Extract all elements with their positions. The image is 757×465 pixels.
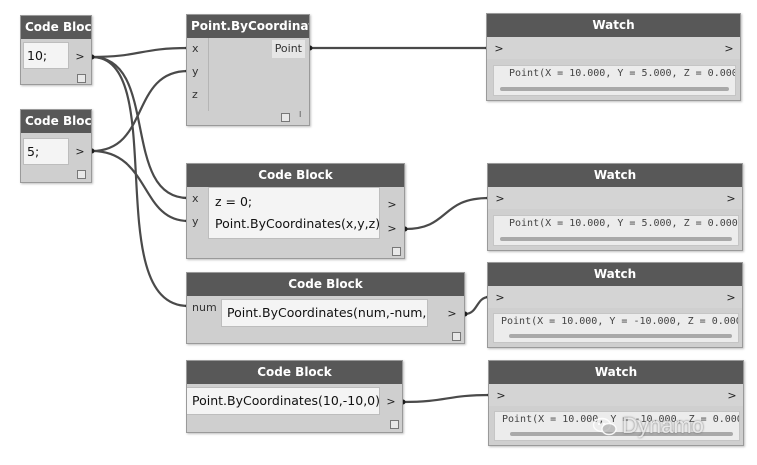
code-block-node-num[interactable]: Code Block num Point.ByCoordinates(num,-… bbox=[186, 272, 465, 344]
input-port-button[interactable]: > bbox=[494, 42, 504, 55]
input-port-num[interactable]: num bbox=[192, 301, 217, 314]
point-by-coordinates-node[interactable]: Point.ByCoordinates x y z Point I bbox=[186, 14, 310, 126]
watch-node-1[interactable]: Watch > > Point(X = 10.000, Y = 5.000, Z… bbox=[486, 13, 741, 101]
input-port-x[interactable]: x bbox=[192, 192, 199, 205]
watermark-text: Dynamo bbox=[622, 413, 704, 438]
code-block-node-xy[interactable]: Code Block x y z = 0; Point.ByCoordinate… bbox=[186, 163, 405, 259]
horizontal-scrollbar[interactable] bbox=[500, 87, 729, 91]
input-port-y[interactable]: y bbox=[192, 65, 199, 78]
output-port-button[interactable]: > bbox=[386, 395, 396, 408]
preview-toggle-icon[interactable] bbox=[452, 332, 461, 341]
code-line: 5; bbox=[27, 144, 40, 159]
output-port-button[interactable]: > bbox=[724, 42, 734, 55]
horizontal-scrollbar[interactable] bbox=[509, 334, 732, 338]
watch-result-text: Point(X = 10.000, Y = 5.000, Z = 0.000) bbox=[509, 68, 736, 79]
node-title: Code Block bbox=[21, 110, 91, 133]
node-title: Watch bbox=[487, 14, 740, 37]
lacing-indicator: I bbox=[299, 110, 302, 119]
node-title: Watch bbox=[489, 361, 743, 384]
watch-result-text: Point(X = 10.000, Y = -10.000, Z = 0.000… bbox=[502, 414, 740, 425]
watch-node-4[interactable]: Watch > > Point(X = 10.000, Y = -10.000,… bbox=[488, 360, 744, 446]
output-port-point[interactable]: Point bbox=[271, 40, 305, 58]
node-title: Code Block bbox=[187, 273, 464, 296]
output-port-button[interactable]: > bbox=[726, 291, 736, 304]
watch-node-2[interactable]: Watch > > Point(X = 10.000, Y = 5.000, Z… bbox=[487, 163, 743, 251]
wire-cbnum-to-watch3 bbox=[464, 295, 490, 316]
preview-toggle-icon[interactable] bbox=[77, 170, 86, 179]
code-block-node-10[interactable]: Code Block 10; > bbox=[20, 15, 92, 85]
code-editor[interactable]: Point.ByCoordinates(num,-num,0); bbox=[221, 299, 428, 327]
code-block-node-literal[interactable]: Code Block Point.ByCoordinates(10,-10,0)… bbox=[186, 360, 403, 433]
wire-cbxy-to-watch2 bbox=[404, 196, 490, 231]
node-title: Code Block bbox=[21, 16, 91, 39]
watch-node-3[interactable]: Watch > > Point(X = 10.000, Y = -10.000,… bbox=[487, 262, 743, 348]
watch-result-text: Point(X = 10.000, Y = -10.000, Z = 0.000… bbox=[501, 316, 739, 327]
preview-toggle-icon[interactable] bbox=[281, 113, 290, 122]
horizontal-scrollbar[interactable] bbox=[500, 237, 732, 241]
node-title: Point.ByCoordinates bbox=[187, 15, 309, 38]
output-port-button[interactable]: > bbox=[75, 50, 85, 63]
watch-port-bar bbox=[488, 187, 742, 209]
output-port-button-1[interactable]: > bbox=[387, 198, 397, 211]
node-title: Code Block bbox=[187, 361, 402, 384]
watch-port-bar bbox=[487, 37, 740, 59]
output-port-button[interactable]: > bbox=[447, 307, 457, 320]
node-title: Code Block bbox=[187, 164, 404, 187]
code-editor[interactable]: 5; bbox=[23, 138, 69, 165]
watch-result-text: Point(X = 10.000, Y = 5.000, Z = 0.000) bbox=[509, 218, 739, 229]
input-port-button[interactable]: > bbox=[496, 389, 506, 402]
code-line: Point.ByCoordinates(num,-num,0); bbox=[227, 305, 428, 320]
code-editor[interactable]: Point.ByCoordinates(10,-10,0); bbox=[187, 387, 380, 415]
output-port-button[interactable]: > bbox=[75, 145, 85, 158]
code-editor[interactable]: z = 0; Point.ByCoordinates(x,y,z); bbox=[208, 187, 380, 239]
preview-toggle-icon[interactable] bbox=[77, 74, 86, 83]
wire-10-to-cb-num bbox=[91, 55, 189, 308]
wechat-icon bbox=[592, 417, 617, 436]
input-port-y[interactable]: y bbox=[192, 215, 199, 228]
code-editor[interactable]: 10; bbox=[23, 42, 69, 69]
watch-result: Point(X = 10.000, Y = 5.000, Z = 0.000) bbox=[493, 215, 739, 246]
input-port-x[interactable]: x bbox=[192, 42, 199, 55]
wire-10-to-point-x bbox=[91, 46, 189, 59]
horizontal-scrollbar[interactable] bbox=[510, 432, 733, 436]
watch-port-bar bbox=[489, 384, 743, 406]
watch-result: Point(X = 10.000, Y = -10.000, Z = 0.000… bbox=[494, 411, 740, 441]
code-block-node-5[interactable]: Code Block 5; > bbox=[20, 109, 92, 183]
watch-result: Point(X = 10.000, Y = 5.000, Z = 0.000) bbox=[493, 65, 736, 96]
code-line: Point.ByCoordinates(10,-10,0); bbox=[192, 393, 380, 408]
node-title: Watch bbox=[488, 263, 742, 286]
input-port-z[interactable]: z bbox=[192, 88, 198, 101]
code-line-1: z = 0; bbox=[215, 194, 253, 209]
watch-port-bar bbox=[488, 286, 742, 308]
code-line: 10; bbox=[27, 48, 48, 63]
wire-5-to-cb-y bbox=[91, 149, 189, 223]
preview-toggle-icon[interactable] bbox=[390, 420, 399, 429]
preview-toggle-icon[interactable] bbox=[392, 247, 401, 256]
node-title: Watch bbox=[488, 164, 742, 187]
watch-result: Point(X = 10.000, Y = -10.000, Z = 0.000… bbox=[493, 313, 739, 343]
wire-cbliteral-to-watch4 bbox=[402, 393, 491, 404]
wire-5-to-point-y bbox=[91, 69, 189, 153]
input-port-button[interactable]: > bbox=[495, 291, 505, 304]
input-port-button[interactable]: > bbox=[495, 192, 505, 205]
output-port-button[interactable]: > bbox=[726, 192, 736, 205]
input-port-divider bbox=[208, 38, 209, 111]
output-port-button-2[interactable]: > bbox=[387, 222, 397, 235]
watermark: Dynamo bbox=[592, 413, 704, 439]
output-port-button[interactable]: > bbox=[727, 389, 737, 402]
wire-10-to-cb-x bbox=[91, 55, 189, 200]
code-line-2: Point.ByCoordinates(x,y,z); bbox=[215, 216, 380, 231]
